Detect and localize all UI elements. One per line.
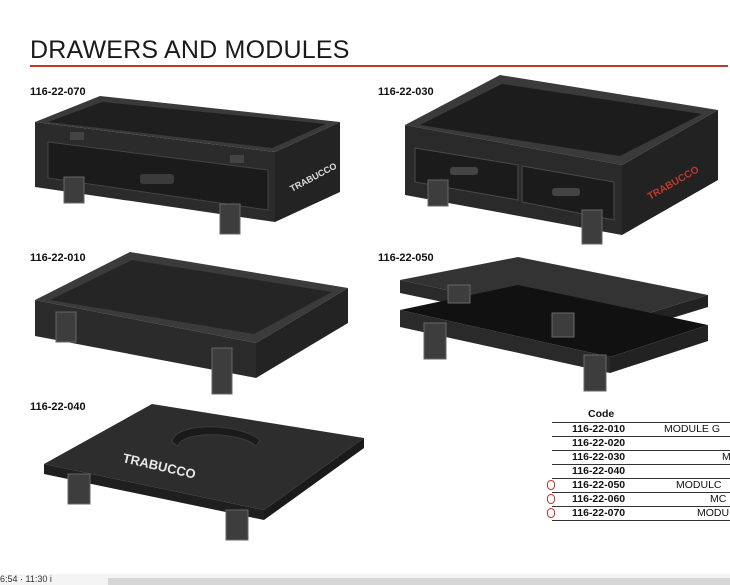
column-header-code: Code xyxy=(588,408,615,420)
horizontal-scrollbar[interactable] xyxy=(108,578,730,585)
stacked-tray-module-image xyxy=(400,257,708,392)
product-code-label: 116-22-030 xyxy=(378,86,434,98)
row-code: 116-22-030 xyxy=(572,451,626,463)
drawer-module-image: TRABUCCO xyxy=(35,96,340,235)
table-header: Code xyxy=(552,407,730,423)
open-tray-module-image xyxy=(35,252,348,395)
row-code: 116-22-010 xyxy=(572,423,626,435)
row-description: MODULE G xyxy=(664,423,721,435)
table-row: 116-22-030 M xyxy=(552,451,730,465)
product-code-label: 116-22-040 xyxy=(30,401,86,413)
status-text: 6:54 · 11:30 i xyxy=(0,574,52,584)
title-divider xyxy=(30,65,728,67)
table-row: 116-22-050 MODULC xyxy=(547,479,730,493)
row-description: MC xyxy=(710,493,727,505)
table-row: 116-22-070 MODU xyxy=(547,507,730,521)
lid-module-image: TRABUCCO xyxy=(44,404,364,541)
row-code: 116-22-020 xyxy=(572,437,626,449)
product-code-table: Code 116-22-010 MODULE G 116-22-020 116-… xyxy=(547,407,730,521)
product-code-label: 116-22-010 xyxy=(30,252,86,264)
table-row: 116-22-040 xyxy=(552,465,730,479)
row-code: 116-22-050 xyxy=(572,479,626,491)
page-title: DRAWERS AND MODULES xyxy=(30,36,350,64)
table-row: 116-22-020 xyxy=(552,437,730,451)
row-description: MODULC xyxy=(676,479,722,491)
selection-marker xyxy=(547,508,555,518)
row-code: 116-22-060 xyxy=(572,493,626,505)
selection-marker xyxy=(547,494,555,504)
table-row: 116-22-060 MC xyxy=(547,493,730,507)
row-description: M xyxy=(722,451,730,463)
product-code-label: 116-22-050 xyxy=(378,252,434,264)
double-drawer-module-image: TRABUCCO xyxy=(405,75,718,245)
table-row: 116-22-010 MODULE G xyxy=(552,423,730,437)
row-code: 116-22-070 xyxy=(572,507,626,519)
row-description: MODU xyxy=(697,507,730,519)
selection-marker xyxy=(547,480,555,490)
product-code-label: 116-22-070 xyxy=(30,86,86,98)
row-code: 116-22-040 xyxy=(572,465,626,477)
